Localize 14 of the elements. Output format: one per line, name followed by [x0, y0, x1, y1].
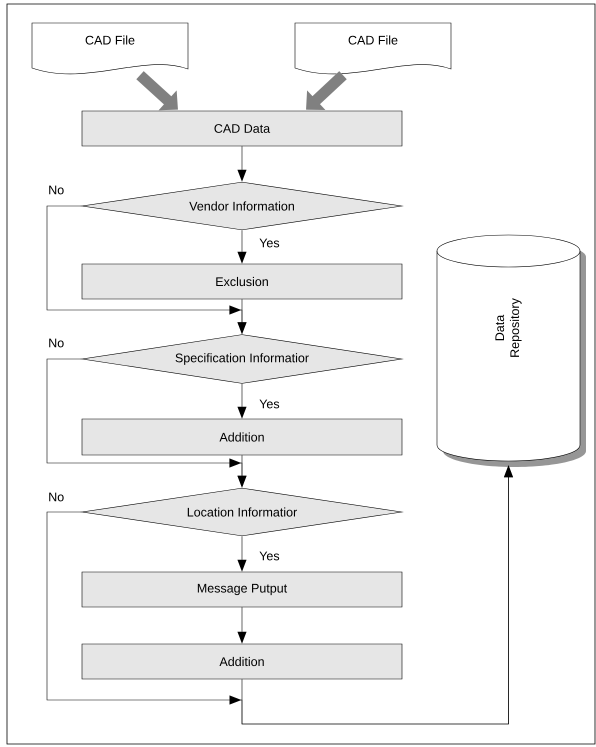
- block-arrow: [136, 71, 178, 110]
- process-box: CAD Data: [82, 110, 402, 146]
- process-box: Addition: [82, 418, 402, 456]
- process-box: Exclusion: [82, 264, 402, 300]
- edge-label: Yes: [258, 550, 281, 562]
- edge-label: Yes: [258, 238, 281, 248]
- block-arrow: [306, 71, 347, 110]
- edge-label: No: [47, 338, 66, 348]
- edge-label: No: [47, 492, 66, 502]
- process-box: Addition: [82, 644, 402, 680]
- process-box: Message Putput: [82, 572, 402, 608]
- edge-label: Yes: [258, 398, 281, 410]
- edge-label: No: [47, 184, 66, 196]
- database-cylinder: Data Repository: [436, 234, 586, 467]
